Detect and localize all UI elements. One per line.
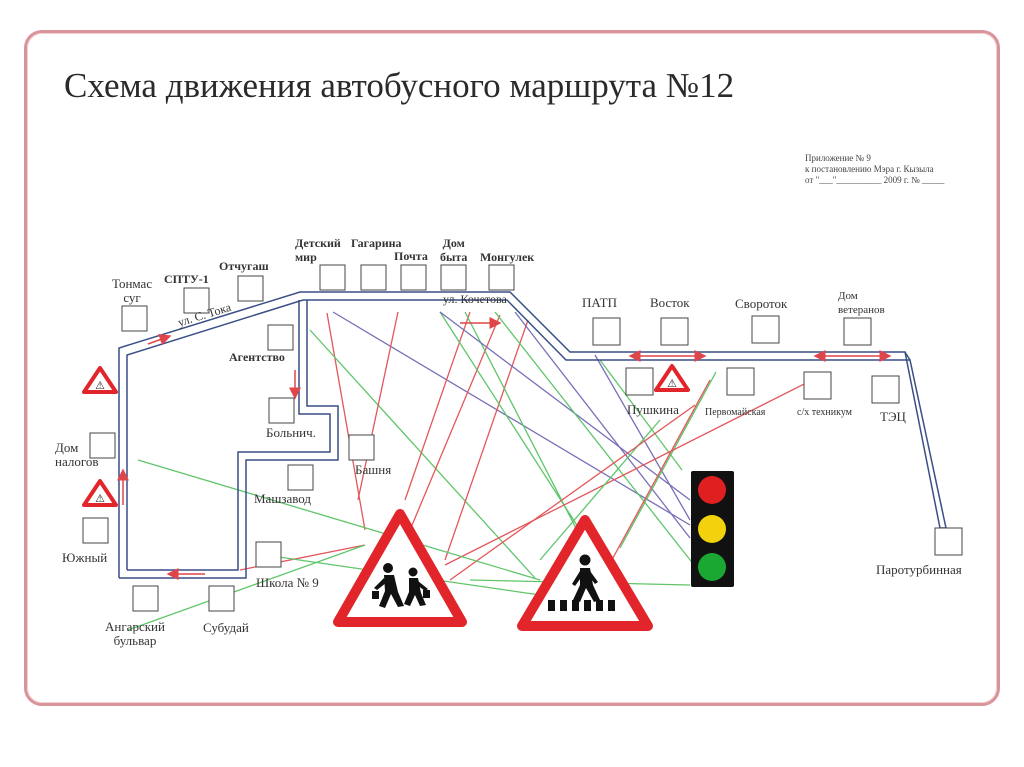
stop-box-dom-veteranov [843, 317, 872, 346]
stop-box-gagarina [360, 264, 387, 291]
appendix-note: Приложение № 9 к постановлению Мэра г. К… [805, 153, 944, 186]
page-frame [24, 30, 1000, 706]
stop-label-tonmas: Тонмас суг [112, 277, 152, 305]
stop-box-dom-nalogov [89, 432, 116, 459]
stop-label-sptu: СПТУ-1 [164, 272, 209, 286]
stop-label-angarsky-line2: бульвар [113, 633, 157, 648]
stop-label-tec: ТЭЦ [880, 409, 906, 424]
stop-box-otchugash [237, 275, 264, 302]
stop-label-bolnich: Больнич. [266, 425, 316, 440]
stop-label-pushkina: Пушкина [627, 402, 679, 417]
stop-box-angarsky [132, 585, 159, 612]
stop-label-subudai: Субудай [203, 620, 249, 635]
stop-label-pervomaiskaya: Первомайская [705, 407, 766, 418]
svg-text:⚠: ⚠ [667, 378, 677, 390]
stop-box-bolnich [268, 397, 295, 424]
appendix-line-3: от "___"__________ 2009 г. № _____ [805, 175, 945, 185]
traffic-light-icon [691, 471, 734, 587]
stop-label-detsky-line1: Детский [295, 236, 341, 250]
stop-box-dom-byta [440, 264, 467, 291]
stop-label-tonmas-line2: суг [123, 290, 141, 305]
stop-label-dom-veteranov: Дом ветеранов [838, 289, 885, 317]
stop-label-dom-byta: Дом быта [440, 236, 467, 264]
stop-box-paroturbinnaya [934, 527, 963, 556]
stop-box-patp [592, 317, 621, 346]
stop-box-detsky [319, 264, 346, 291]
stop-box-bashnya [348, 434, 375, 461]
stop-label-paroturbinnaya: Паротурбинная [876, 562, 962, 577]
stop-label-patp: ПАТП [582, 295, 617, 310]
stop-label-agentstvo: Агентство [229, 350, 285, 364]
street-label-kochetova: ул. Кочетова [443, 292, 507, 306]
stop-label-otchugash: Отчугаш [219, 259, 269, 273]
direction-arrows [117, 317, 892, 580]
stop-label-shkola9: Школа № 9 [256, 575, 319, 590]
stop-label-dom-nalogov-line2: налогов [55, 454, 99, 469]
stop-box-sptu [183, 287, 210, 314]
stop-label-pochta: Почта [394, 249, 428, 263]
stop-label-sh-tekhnikum: с/х техникум [797, 407, 853, 418]
stop-label-detsky: Детский мир [295, 236, 341, 264]
stop-box-tonmas [121, 305, 148, 332]
stop-label-bashnya: Башня [355, 462, 392, 477]
warning-triangle-icon: ⚠ [82, 479, 118, 507]
stop-label-dom-byta-line1: Дом [442, 236, 465, 250]
stop-label-angarsky: Ангарский бульвар [105, 620, 165, 648]
stop-label-tonmas-line1: Тонмас [112, 276, 153, 291]
pedestrian-crossing-sign-icon [517, 515, 653, 631]
children-crossing-sign-icon [333, 509, 467, 627]
stop-label-vostok: Восток [650, 295, 690, 310]
appendix-line-2: к постановлению Мэра г. Кызыла [805, 164, 934, 174]
stop-label-mongulek: Монгулек [480, 250, 535, 264]
page-title: Схема движения автобусного маршрута №12 [64, 66, 735, 105]
stop-boxes [82, 264, 963, 612]
stop-box-pushkina [625, 367, 654, 396]
stop-box-tec [871, 375, 900, 404]
stop-box-agentstvo [267, 324, 294, 351]
stop-label-dom-nalogov: Дом налогов [55, 441, 98, 469]
stop-box-mongulek [488, 264, 515, 291]
stop-box-shkola [255, 541, 282, 568]
appendix-line-1: Приложение № 9 [805, 153, 871, 163]
stop-box-pervomaiskaya [726, 367, 755, 396]
stop-box-mashzavod [287, 464, 314, 491]
stop-label-detsky-line2: мир [295, 250, 317, 264]
stop-box-svorotok [751, 315, 780, 344]
stop-label-gagarina: Гагарина [351, 236, 402, 250]
stop-box-pochta [400, 264, 427, 291]
stop-label-dom-veteranov-line1: Дом [838, 290, 858, 302]
stop-box-yuzhny [82, 517, 109, 544]
svg-text:⚠: ⚠ [95, 380, 105, 392]
stop-label-angarsky-line1: Ангарский [105, 619, 165, 634]
stop-label-dom-veteranov-line2: ветеранов [838, 304, 885, 316]
route-path [118, 291, 947, 579]
stop-label-yuzhny: Южный [62, 550, 108, 565]
svg-text:⚠: ⚠ [95, 493, 105, 505]
stop-label-svorotok: Свороток [735, 296, 788, 311]
warning-triangle-icon: ⚠ [654, 364, 690, 392]
stop-label-mashzavod: Машзавод [254, 491, 312, 506]
warning-triangle-icon: ⚠ [82, 366, 118, 394]
stop-box-subudai [208, 585, 235, 612]
stop-label-dom-nalogov-line1: Дом [55, 440, 79, 455]
stop-label-dom-byta-line2: быта [440, 250, 468, 264]
stop-box-vostok [660, 317, 689, 346]
stop-box-sh-tekhnikum [803, 371, 832, 400]
